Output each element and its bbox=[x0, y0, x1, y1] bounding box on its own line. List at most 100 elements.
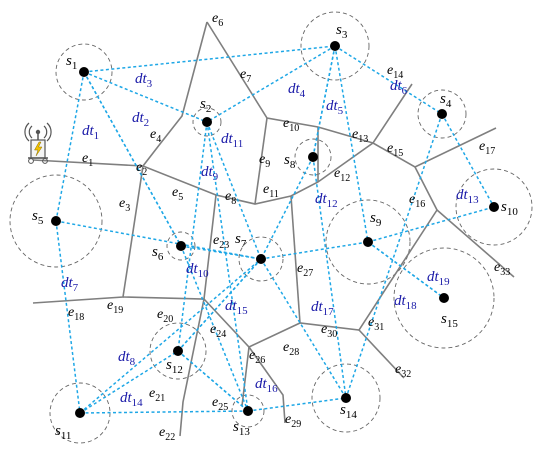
road-segment-2 bbox=[32, 21, 208, 304]
road-label-e15: e15 bbox=[387, 141, 403, 159]
road-label-e29: e29 bbox=[285, 412, 301, 430]
road-label-e31: e31 bbox=[368, 315, 384, 333]
sensor-node-s2[interactable] bbox=[202, 117, 212, 127]
road-label-e23: e23 bbox=[213, 233, 229, 251]
road-label-e20: e20 bbox=[157, 307, 173, 325]
link-dt14 bbox=[79, 350, 179, 414]
sensor-node-s11[interactable] bbox=[75, 408, 85, 418]
road-label-e13: e13 bbox=[352, 127, 368, 145]
sensor-node-s8[interactable] bbox=[308, 152, 318, 162]
road-label-e3: e3 bbox=[119, 196, 130, 214]
sensor-label-s10: s10 bbox=[501, 199, 518, 218]
link-label-dt18: dt18 bbox=[394, 293, 417, 312]
sensor-node-s9[interactable] bbox=[363, 237, 373, 247]
link-extra-5 bbox=[260, 241, 369, 260]
sensor-node-s15[interactable] bbox=[439, 293, 449, 303]
road-label-e26: e26 bbox=[249, 348, 265, 366]
link-extra-8 bbox=[260, 156, 314, 260]
sensor-node-s1[interactable] bbox=[79, 67, 89, 77]
road-segment-4 bbox=[254, 117, 268, 205]
road-label-e17: e17 bbox=[479, 139, 495, 157]
sensor-node-s13[interactable] bbox=[243, 406, 253, 416]
sensor-label-s12: s12 bbox=[166, 357, 183, 376]
road-label-e25: e25 bbox=[212, 395, 228, 413]
link-label-dt9: dt9 bbox=[201, 164, 219, 183]
sensor-label-s3: s3 bbox=[336, 22, 348, 41]
road-label-e30: e30 bbox=[321, 322, 337, 340]
sensing-range-s15 bbox=[393, 247, 495, 349]
road-label-e7: e7 bbox=[240, 67, 251, 85]
road-segment-7 bbox=[203, 166, 438, 348]
road-label-e10: e10 bbox=[283, 116, 299, 134]
link-extra-3 bbox=[55, 220, 262, 260]
road-segment-11 bbox=[358, 329, 405, 379]
road-label-e14: e14 bbox=[387, 63, 403, 81]
sensor-label-s2: s2 bbox=[200, 96, 211, 115]
sensing-range-s1 bbox=[55, 43, 113, 101]
link-label-dt15: dt15 bbox=[225, 298, 248, 317]
sensing-range-s8 bbox=[294, 138, 332, 176]
link-extra-1 bbox=[55, 71, 85, 222]
link-extra-9 bbox=[206, 121, 249, 412]
link-extra-15 bbox=[206, 45, 336, 123]
link-extra-12 bbox=[177, 350, 249, 412]
sensor-label-s6: s6 bbox=[152, 244, 164, 263]
road-label-e33: e33 bbox=[494, 260, 510, 278]
link-extra-7 bbox=[312, 45, 336, 158]
sensing-range-s7 bbox=[238, 236, 284, 282]
road-label-e16: e16 bbox=[409, 192, 425, 210]
link-label-dt8: dt8 bbox=[118, 349, 136, 368]
link-dt9 bbox=[177, 121, 208, 352]
link-dt12 bbox=[312, 156, 347, 399]
link-label-dt3: dt3 bbox=[135, 71, 153, 90]
link-dt5 bbox=[334, 45, 369, 243]
link-label-dt10: dt10 bbox=[186, 261, 209, 280]
sensor-label-s8: s8 bbox=[284, 152, 296, 171]
link-dt19 bbox=[345, 113, 443, 399]
sensing-ranges bbox=[9, 11, 533, 444]
road-label-e11: e11 bbox=[263, 182, 279, 200]
link-dt2 bbox=[83, 71, 182, 247]
link-label-dt12: dt12 bbox=[315, 191, 338, 210]
road-label-e22: e22 bbox=[159, 425, 175, 443]
sensor-node-s5[interactable] bbox=[51, 216, 61, 226]
road-label-e2: e2 bbox=[136, 160, 147, 178]
link-extra-4 bbox=[180, 245, 262, 260]
sensor-nodes bbox=[51, 41, 499, 418]
sensing-range-s5 bbox=[9, 174, 103, 268]
sensing-range-s10 bbox=[455, 168, 533, 246]
road-segment-12 bbox=[436, 209, 515, 278]
road-label-e8: e8 bbox=[225, 189, 236, 207]
sensing-range-s2 bbox=[192, 107, 222, 137]
link-label-dt13: dt13 bbox=[456, 187, 479, 206]
road-label-e19: e19 bbox=[107, 298, 123, 316]
link-label-dt1: dt1 bbox=[82, 123, 99, 142]
sensor-label-s11: s11 bbox=[55, 423, 71, 442]
sensor-node-s4[interactable] bbox=[437, 109, 447, 119]
sensor-node-s12[interactable] bbox=[173, 346, 183, 356]
link-label-dt4: dt4 bbox=[288, 81, 306, 100]
road-label-e6: e6 bbox=[212, 11, 223, 29]
sensor-label-s7: s7 bbox=[235, 231, 247, 250]
sensor-label-s15: s15 bbox=[441, 311, 458, 330]
link-dt8 bbox=[79, 258, 262, 414]
sensor-node-s6[interactable] bbox=[176, 241, 186, 251]
link-dt10 bbox=[180, 245, 249, 412]
link-extra-2 bbox=[83, 71, 208, 123]
road-label-e18: e18 bbox=[68, 305, 84, 323]
link-label-dt19: dt19 bbox=[427, 269, 450, 288]
sensing-range-s14 bbox=[311, 363, 381, 433]
link-dt7 bbox=[55, 220, 81, 414]
link-dt3 bbox=[83, 45, 336, 73]
road-segment-9 bbox=[241, 346, 250, 407]
sensor-node-s14[interactable] bbox=[341, 393, 351, 403]
sensor-label-s1: s1 bbox=[66, 53, 77, 72]
sensor-node-s10[interactable] bbox=[489, 202, 499, 212]
road-label-e21: e21 bbox=[149, 386, 165, 404]
sensor-node-s3[interactable] bbox=[330, 41, 340, 51]
link-label-dt16: dt16 bbox=[255, 376, 278, 395]
sensor-label-s5: s5 bbox=[32, 208, 44, 227]
sensor-node-s7[interactable] bbox=[256, 254, 266, 264]
